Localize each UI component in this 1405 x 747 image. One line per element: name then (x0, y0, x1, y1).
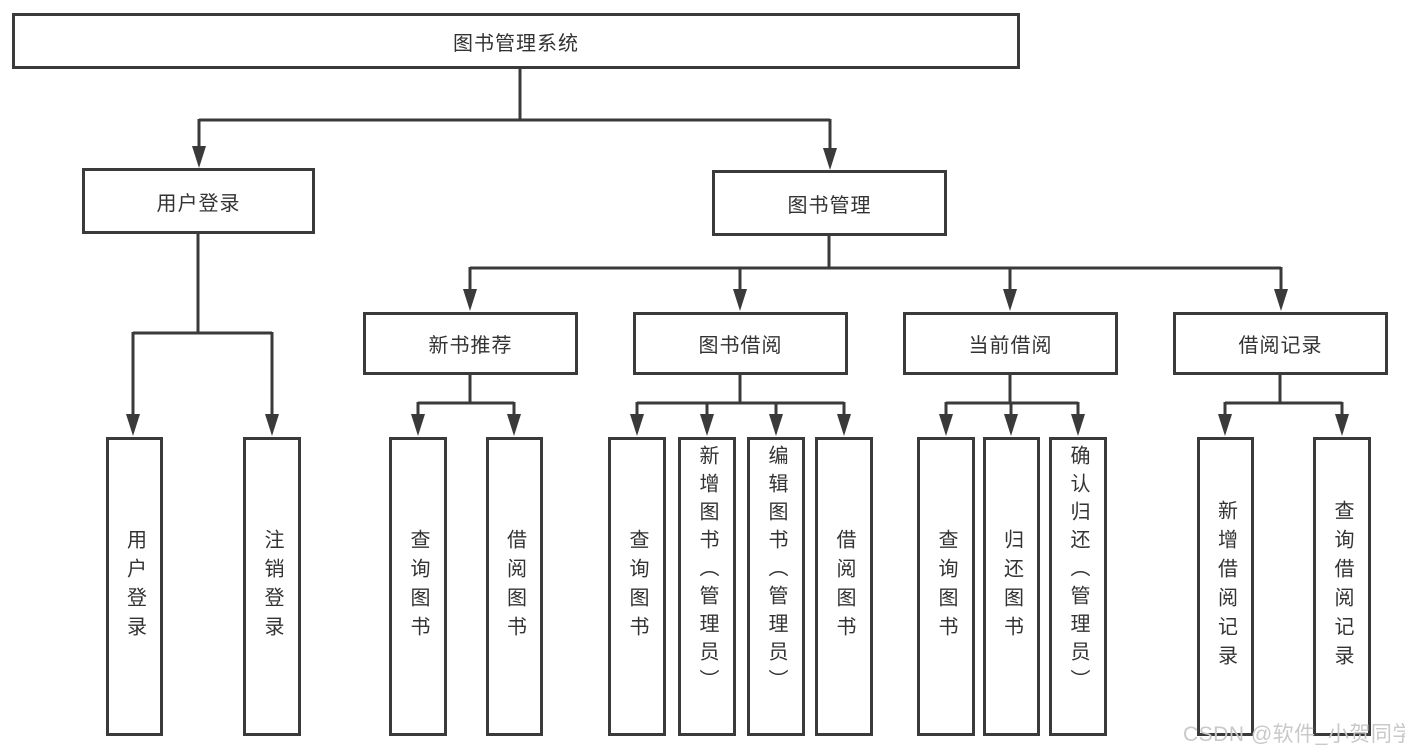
node-label: 新增图书（管理员） (696, 445, 718, 697)
node-leaf-logout: 注销登录 (243, 437, 301, 736)
node-label: 确认归还（管理员） (1067, 445, 1089, 697)
node-leaf-query-books-recommend: 查询图书 (389, 437, 447, 736)
node-leaf-query-books-current: 查询图书 (917, 437, 975, 736)
node-label: 图书管理系统 (453, 32, 579, 55)
node-user-login: 用户登录 (82, 168, 315, 234)
node-book-borrowing: 图书借阅 (633, 312, 848, 375)
node-leaf-query-borrow-record: 查询借阅记录 (1313, 437, 1371, 736)
node-label: 查询图书 (626, 528, 648, 645)
node-label: 借阅图书 (833, 528, 855, 645)
node-leaf-borrow-books-recommend: 借阅图书 (486, 437, 543, 736)
node-label: 图书管理 (787, 194, 872, 217)
node-leaf-confirm-return-admin: 确认归还（管理员） (1049, 437, 1107, 736)
node-current-borrowing: 当前借阅 (903, 312, 1118, 375)
node-label: 查询图书 (407, 528, 429, 645)
node-new-book-recommend: 新书推荐 (363, 312, 578, 375)
node-label: 新书推荐 (428, 335, 513, 357)
node-label: 借阅图书 (503, 528, 526, 645)
node-leaf-return-books: 归还图书 (983, 437, 1040, 736)
arrowheads (126, 146, 1349, 436)
node-label: 图书借阅 (698, 335, 783, 357)
node-book-management: 图书管理 (712, 170, 947, 236)
node-leaf-add-books-admin: 新增图书（管理员） (678, 437, 736, 736)
node-label: 用户登录 (123, 528, 146, 645)
node-label: 查询借阅记录 (1331, 499, 1353, 674)
node-leaf-add-borrow-record: 新增借阅记录 (1197, 437, 1254, 736)
csdn-watermark: CSDN @软件_小贺同学 (1183, 723, 1405, 746)
node-leaf-query-books-borrowing: 查询图书 (608, 437, 666, 736)
node-leaf-edit-books-admin: 编辑图书（管理员） (747, 437, 805, 736)
node-label: 新增借阅记录 (1214, 499, 1237, 674)
node-label: 借阅记录 (1238, 335, 1323, 357)
node-label: 查询图书 (935, 528, 957, 645)
node-borrowing-records: 借阅记录 (1173, 312, 1388, 375)
node-leaf-borrow-books: 借阅图书 (815, 437, 873, 736)
node-leaf-user-login: 用户登录 (106, 437, 163, 736)
node-label: 当前借阅 (968, 335, 1053, 357)
node-label: 归还图书 (1000, 528, 1023, 645)
node-label: 注销登录 (261, 528, 283, 645)
node-label: 编辑图书（管理员） (765, 445, 787, 697)
node-root-library-system: 图书管理系统 (12, 13, 1020, 69)
node-label: 用户登录 (156, 192, 241, 215)
